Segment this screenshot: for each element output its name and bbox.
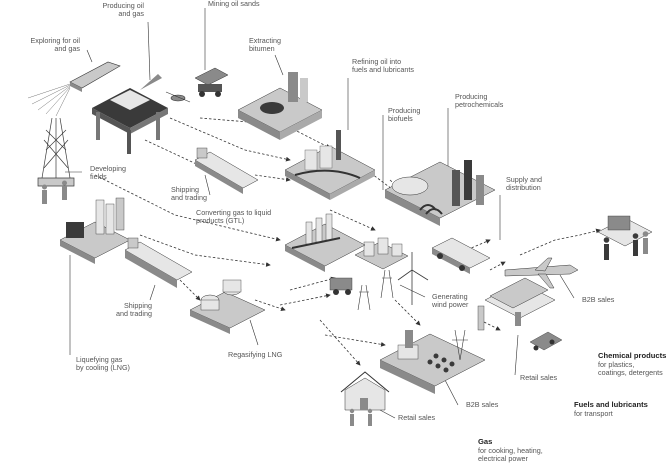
exploration-ship [27,61,121,117]
label-b2b-sales-bottom: B2B sales [466,400,499,409]
biofuel-plant [354,237,409,270]
gas-power-plant [379,329,486,394]
lng-ship [124,237,193,288]
label-refining: Refining oil into fuels and lubricants [352,57,414,75]
label-producing-biofuels: Producing biofuels [388,106,421,124]
label-shipping-trading-bottom: Shipping and trading [116,301,152,319]
legend-text: for cooking, heating, electrical power [478,445,543,464]
legend-title: Fuels and lubricants [574,400,648,410]
business-people [603,231,649,260]
label-mining-oil-sands: Mining oil sands [208,0,260,8]
petrochemical-plant [384,160,496,226]
leader-lines [65,8,575,419]
label-lng: Liquefying gas by cooling (LNG) [76,355,130,373]
service-station [477,277,556,331]
value-chain-diagram: Exploring for oil and gas Producing oil … [27,0,666,463]
label-shipping-trading-top: Shipping and trading [171,185,207,203]
legend-text: for plastics, coatings, detergents [598,359,663,378]
workers [42,180,67,204]
regas-plant [189,279,266,334]
illustration [27,8,653,426]
legend-title: Gas [478,437,493,447]
label-generating-wind: Generating wind power [432,292,469,310]
harvester [329,277,353,295]
label-developing-fields: Developing fields [90,164,126,182]
car [529,331,563,351]
gtl-plant [284,213,366,272]
legend-title: Chemical products [598,351,667,361]
label-producing-oil-gas: Producing oil and gas [102,1,144,19]
label-exploring: Exploring for oil and gas [30,36,80,54]
production-platform [92,74,168,154]
shipping-barge-top [194,147,259,194]
label-gtl: Converting gas to liquid products (GTL) [196,208,272,226]
house [340,371,390,411]
residents [349,408,373,426]
legend-text: for transport [574,408,613,418]
helicopter [165,91,191,103]
label-b2b-sales-top: B2B sales [582,295,615,304]
mining-truck [194,67,229,97]
tanker-truck [431,237,491,274]
transmission-towers [357,269,394,311]
lng-plant [59,197,131,264]
label-retail-sales-bottom: Retail sales [398,413,436,422]
label-producing-petrochemicals: Producing petrochemicals [455,92,504,110]
label-supply-distribution: Supply and distribution [506,175,542,193]
label-regasifying: Regasifying LNG [228,350,283,359]
label-retail-sales-mid: Retail sales [520,373,558,382]
label-extracting-bitumen: Extracting bitumen [249,36,281,54]
airplane [504,257,579,289]
refinery [284,130,376,200]
drilling-rig [37,117,75,187]
b2b-office [597,215,653,247]
bitumen-plant [237,72,323,140]
wind-turbine [397,252,429,305]
